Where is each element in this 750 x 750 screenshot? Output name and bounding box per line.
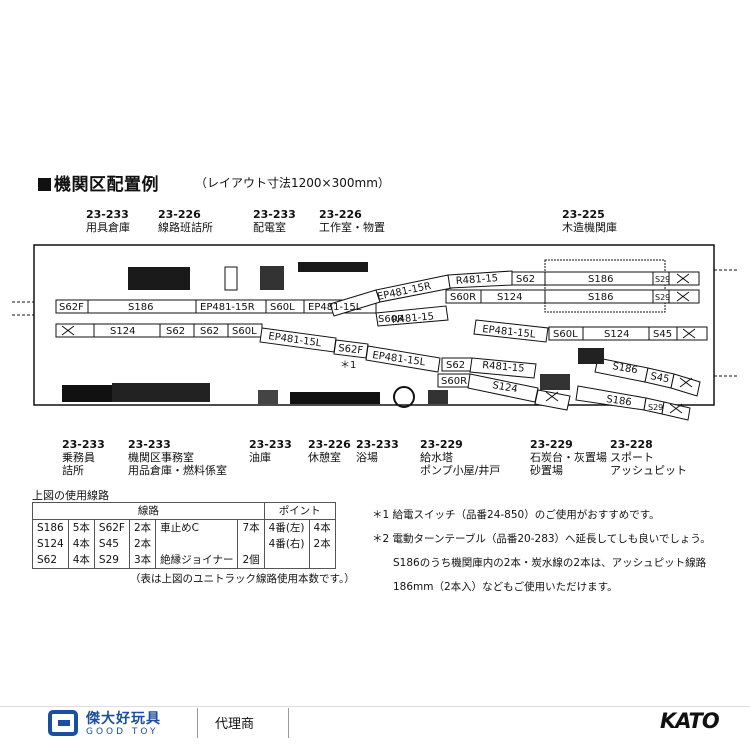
track-label: R481-15 xyxy=(482,360,525,375)
footer-separator xyxy=(288,708,289,738)
track-label: S186 xyxy=(128,302,153,313)
track-bumper xyxy=(534,389,571,411)
track-label: S60R xyxy=(450,292,476,303)
building-tool-shed xyxy=(128,267,190,290)
usage-title: 上図の使用線路 xyxy=(32,489,109,502)
diagram-title: 機関区配置例 xyxy=(38,170,159,195)
building-oil-store xyxy=(258,390,278,404)
footer-separator xyxy=(197,708,198,738)
track-r481-15 xyxy=(375,305,449,327)
building-crew-office xyxy=(62,385,112,402)
track-r481-15 xyxy=(447,270,513,289)
track-bumper xyxy=(676,326,708,341)
usage-header-points: ポイント xyxy=(263,502,336,520)
building-track-crew xyxy=(224,266,238,291)
layout-diagram: S62F S186 EP481-15R S60L EP481-15L S60R … xyxy=(12,244,738,421)
track-label: S29 xyxy=(655,275,670,284)
track-label: S45 xyxy=(649,371,670,385)
track-label: R481-15 xyxy=(391,311,434,326)
brand-name-cn: 傑大好玩具 xyxy=(86,711,161,727)
track-label: S62F xyxy=(59,302,84,313)
track-r481-15 xyxy=(469,357,537,379)
dealer-label: 代理商 xyxy=(215,717,255,732)
usage-header-rails: 線路 xyxy=(32,502,265,520)
goodtoy-logo-icon xyxy=(48,710,78,736)
note-line: ＊2 電動ターンテーブル（品番20-283）へ延長してしも良いでしょう。 xyxy=(372,533,711,545)
footer-divider xyxy=(0,706,750,707)
track-label: S60R xyxy=(441,376,467,387)
pump-house xyxy=(428,390,448,404)
note-line: 186mm（2本入）などもご使用いただけます。 xyxy=(372,581,618,593)
usage-note: （表は上図のユニトラック線路使用本数です。） xyxy=(130,573,355,585)
track-ep481-15l xyxy=(473,319,549,343)
ash-pit xyxy=(540,374,570,390)
track-label: S124 xyxy=(491,380,518,395)
track-label: S62F xyxy=(338,343,364,357)
track-label: S45 xyxy=(653,329,672,340)
brand-name-en: GOOD TOY xyxy=(86,727,159,737)
track-label: EP481-15L xyxy=(308,302,362,313)
coal-stage xyxy=(578,348,604,364)
track-label: S60R xyxy=(378,314,404,325)
building-workshop xyxy=(298,262,368,272)
track-label: S62 xyxy=(446,360,465,371)
track-label: S62 xyxy=(516,274,535,285)
track-ep481-15l xyxy=(365,345,441,373)
building-engine-house xyxy=(544,259,666,313)
track-bumper xyxy=(670,373,701,397)
track-label: S186 xyxy=(588,292,613,303)
note-line: S186のうち機関庫内の2本・炭水線の2本は、アッシュピット線路 xyxy=(372,557,707,569)
water-tower xyxy=(393,386,415,408)
track-label: EP481-15R xyxy=(200,302,255,313)
building-depot-office xyxy=(112,383,210,402)
track-label: S124 xyxy=(110,326,135,337)
track-label: S60L xyxy=(232,326,257,337)
track-label: S124 xyxy=(604,329,629,340)
notes: ＊1 給電スイッチ（品番24-850）のご使用がおすすめです。 ＊2 電動ターン… xyxy=(372,503,711,599)
diagram-subtitle: （レイアウト寸法1200×300mm） xyxy=(195,176,390,190)
track-label: R481-15 xyxy=(455,273,498,287)
track-label: S124 xyxy=(497,292,522,303)
track-label: S60L xyxy=(270,302,295,313)
track-label: S186 xyxy=(611,361,638,376)
board-outline xyxy=(33,244,715,406)
note-marker: ＊1 xyxy=(340,360,356,371)
note-line: ＊1 給電スイッチ（品番24-850）のご使用がおすすめです。 xyxy=(372,509,660,521)
track-bumper xyxy=(668,271,700,286)
track-bumper xyxy=(661,401,691,421)
track-bumper xyxy=(668,289,700,304)
kato-logo: KATO xyxy=(660,709,720,733)
track-label: S186 xyxy=(588,274,613,285)
track-label: S29 xyxy=(648,403,663,412)
building-rest-room xyxy=(290,392,380,404)
track-label: S62 xyxy=(200,326,219,337)
track-label: S60L xyxy=(553,329,578,340)
track-bumper xyxy=(55,323,95,338)
track-label: S29 xyxy=(655,293,670,302)
track-label: S186 xyxy=(606,394,633,408)
track-label: S62 xyxy=(166,326,185,337)
building-power-room xyxy=(260,266,284,290)
